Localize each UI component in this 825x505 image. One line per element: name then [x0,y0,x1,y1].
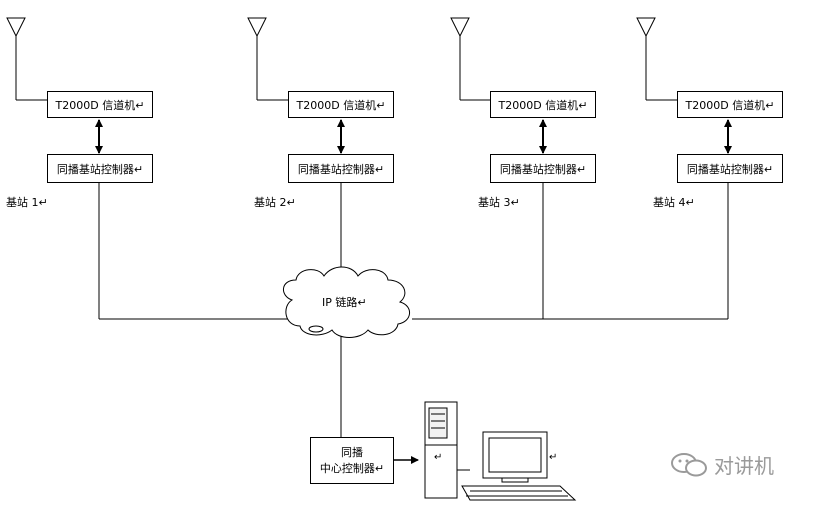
keyboard-icon [461,485,577,501]
computer-mark-2: ↵ [549,452,558,463]
center-controller-line1: 同播 [341,445,363,459]
station-label-3: 基站 3↵ [478,196,520,209]
station-label-2: 基站 2↵ [254,196,296,209]
center-controller: 同播 中心控制器↵ [310,437,394,484]
channel-machine-1: T2000D 信道机↵ [47,91,153,118]
station-label-4: 基站 4↵ [653,196,695,209]
antenna-icon-4 [636,17,677,101]
station-controller-1: 同播基站控制器↵ [47,154,153,183]
channel-machine-2: T2000D 信道机↵ [288,91,394,118]
ip-cloud [283,266,410,338]
channel-machine-4: T2000D 信道机↵ [677,91,783,118]
chat-bubbles-icon [671,452,707,476]
watermark-text: 对讲机 [714,454,774,478]
ip-link-label: IP 链路↵ [322,296,367,309]
network-lines [98,183,729,437]
monitor-icon [457,431,548,483]
computer-mark-1: ↵ [434,452,443,463]
station-controller-2: 同播基站控制器↵ [288,154,394,183]
station-controller-3: 同播基站控制器↵ [490,154,596,183]
antenna-icon-3 [450,17,490,101]
antenna-icon-1 [6,17,47,101]
computer-tower-icon [424,401,458,499]
channel-machine-3: T2000D 信道机↵ [490,91,596,118]
watermark: 对讲机 [670,450,774,479]
station-controller-4: 同播基站控制器↵ [677,154,783,183]
antenna-icon-2 [247,17,288,101]
center-controller-line2: 中心控制器↵ [319,461,385,475]
station-label-1: 基站 1↵ [6,196,48,209]
